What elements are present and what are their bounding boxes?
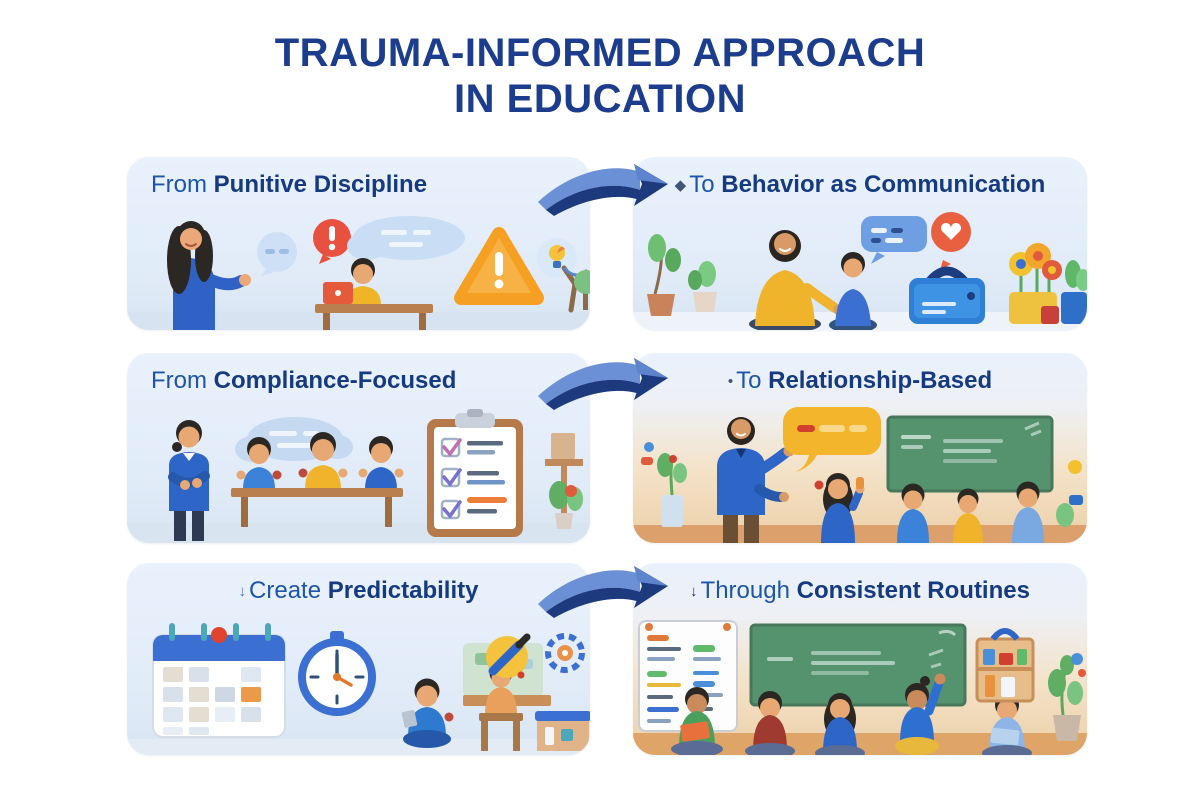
speech-bubble-yellow-icon xyxy=(783,407,881,472)
consistent-routines-illustration xyxy=(633,620,1087,755)
behavior-communication-illustration xyxy=(633,212,1087,330)
transition-arrow-icon xyxy=(538,164,668,216)
diamond-bullet-icon: ◆ xyxy=(674,177,687,194)
checklist-clipboard-icon xyxy=(427,409,523,537)
thought-cloud-icon xyxy=(347,216,465,260)
header-prefix: From xyxy=(151,367,207,394)
gear-badge-icon xyxy=(545,633,585,673)
header-emphasis: Punitive Discipline xyxy=(213,171,428,198)
supply-shelf-icon xyxy=(975,628,1035,703)
adult-with-child-icon xyxy=(749,230,877,330)
header-emphasis: Relationship-Based xyxy=(768,367,993,394)
page-title: TRAUMA-INFORMED APPROACH IN EDUCATION xyxy=(0,30,1200,122)
warning-triangle-icon xyxy=(454,227,544,305)
potted-plant-icon xyxy=(1048,653,1086,741)
four-students-sitting-icon xyxy=(814,460,1083,543)
floor xyxy=(127,739,590,755)
header-prefix: To xyxy=(736,367,762,394)
alert-bubble-icon xyxy=(313,219,351,264)
schedule-board-icon xyxy=(638,620,738,732)
create-predictability-illustration xyxy=(127,623,590,755)
down-arrow-bullet-icon: ↓ xyxy=(238,583,247,600)
three-students-at-desk-icon xyxy=(231,432,404,527)
header-prefix: To xyxy=(689,171,715,198)
dot-bullet-icon: • xyxy=(727,373,734,390)
panel-behavior-as-communication: ◆To Behavior as Communication xyxy=(633,157,1087,330)
paintbrush-badge-icon xyxy=(486,633,531,679)
panel-header: ↓Through Consistent Routines xyxy=(633,563,1087,605)
plant-jar-icon xyxy=(641,442,687,527)
punitive-discipline-illustration xyxy=(127,216,590,330)
five-children-sitting-icon xyxy=(671,673,1032,755)
panel-header: From Compliance-Focused xyxy=(127,353,590,395)
header-emphasis: Behavior as Communication xyxy=(721,171,1046,198)
chat-bubble-icon xyxy=(861,216,927,264)
heart-bubble-icon xyxy=(931,212,971,270)
panel-punitive-discipline: From Punitive Discipline xyxy=(127,157,590,330)
teacher-figure-icon xyxy=(168,420,210,541)
header-emphasis: Predictability xyxy=(327,577,479,604)
page-title-line2: IN EDUCATION xyxy=(454,77,746,121)
panel-header: From Punitive Discipline xyxy=(127,157,590,199)
student-at-laptop-icon xyxy=(315,258,433,330)
header-prefix: Create xyxy=(249,577,322,604)
chalkboard-icon xyxy=(886,415,1054,493)
panel-consistent-routines: ↓Through Consistent Routines xyxy=(633,563,1087,755)
header-emphasis: Compliance-Focused xyxy=(213,367,457,394)
shelf-plant-icon xyxy=(545,433,583,529)
calendar-icon xyxy=(152,623,286,738)
panel-compliance-focused: From Compliance-Focused xyxy=(127,353,590,543)
panel-header: •To Relationship-Based xyxy=(633,353,1087,395)
compliance-focused-illustration xyxy=(127,409,590,543)
panel-header: ↓Create Predictability xyxy=(127,563,590,605)
tree-icon xyxy=(574,270,590,310)
teacher-figure-icon xyxy=(167,221,251,330)
toy-bin-icon xyxy=(1041,260,1087,324)
stopwatch-clock-icon xyxy=(298,631,376,716)
panel-create-predictability: ↓Create Predictability xyxy=(127,563,590,755)
panel-header: ◆To Behavior as Communication xyxy=(633,157,1087,199)
panel-relationship-based: •To Relationship-Based xyxy=(633,353,1087,543)
down-arrow-bullet-icon: ↓ xyxy=(690,583,698,600)
speech-bubble-icon xyxy=(257,232,297,276)
transition-arrow-icon xyxy=(538,358,668,410)
child-sitting-icon xyxy=(401,678,454,748)
floor xyxy=(127,312,590,330)
header-emphasis: Consistent Routines xyxy=(796,577,1030,604)
page-title-line1: TRAUMA-INFORMED APPROACH xyxy=(274,31,926,75)
potted-plants-icon xyxy=(647,234,717,316)
briefcase-icon xyxy=(909,266,985,324)
header-prefix: From xyxy=(151,171,207,198)
header-prefix: Through xyxy=(700,577,790,604)
relationship-based-illustration xyxy=(633,407,1087,543)
transition-arrow-icon xyxy=(538,566,668,618)
teacher-figure-icon xyxy=(717,417,795,543)
